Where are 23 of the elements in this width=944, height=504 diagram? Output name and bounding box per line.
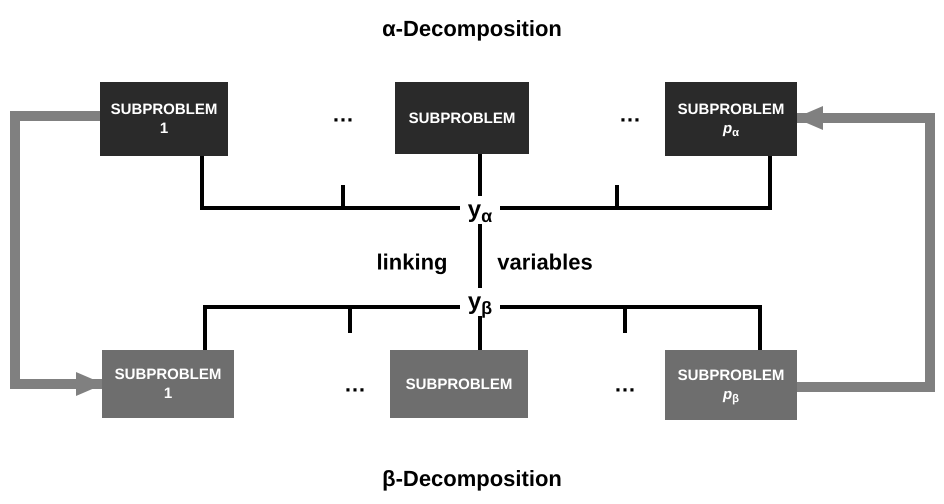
diagram-title: α-Decomposition <box>381 15 563 43</box>
connector-line <box>203 305 460 350</box>
linking-label: variables <box>497 248 593 276</box>
ellipsis: … <box>344 370 366 398</box>
connector-line <box>500 156 772 210</box>
arrow <box>10 111 104 396</box>
connector-line <box>478 316 482 350</box>
subproblem-box: SUBPROBLEM 1 <box>102 350 234 418</box>
connector-line <box>478 154 482 196</box>
ellipsis: … <box>614 370 636 398</box>
ellipsis: … <box>619 100 641 128</box>
subproblem-box: SUBPROBLEM <box>395 82 529 154</box>
connector-line <box>500 305 762 350</box>
linking-label: linking <box>376 248 448 276</box>
subproblem-box: SUBPROBLEM <box>390 350 528 418</box>
subproblem-box: SUBPROBLEM 1 <box>100 82 228 156</box>
connector-line <box>200 156 460 210</box>
diagram-caption: β-Decomposition <box>381 465 563 493</box>
subproblem-box: SUBPROBLEM p$_{β}$ <box>665 350 797 420</box>
connector-line <box>478 224 482 288</box>
subproblem-box: SUBPROBLEM p$_{α}$ <box>665 82 797 156</box>
arrow <box>795 106 935 392</box>
ellipsis: … <box>332 100 354 128</box>
